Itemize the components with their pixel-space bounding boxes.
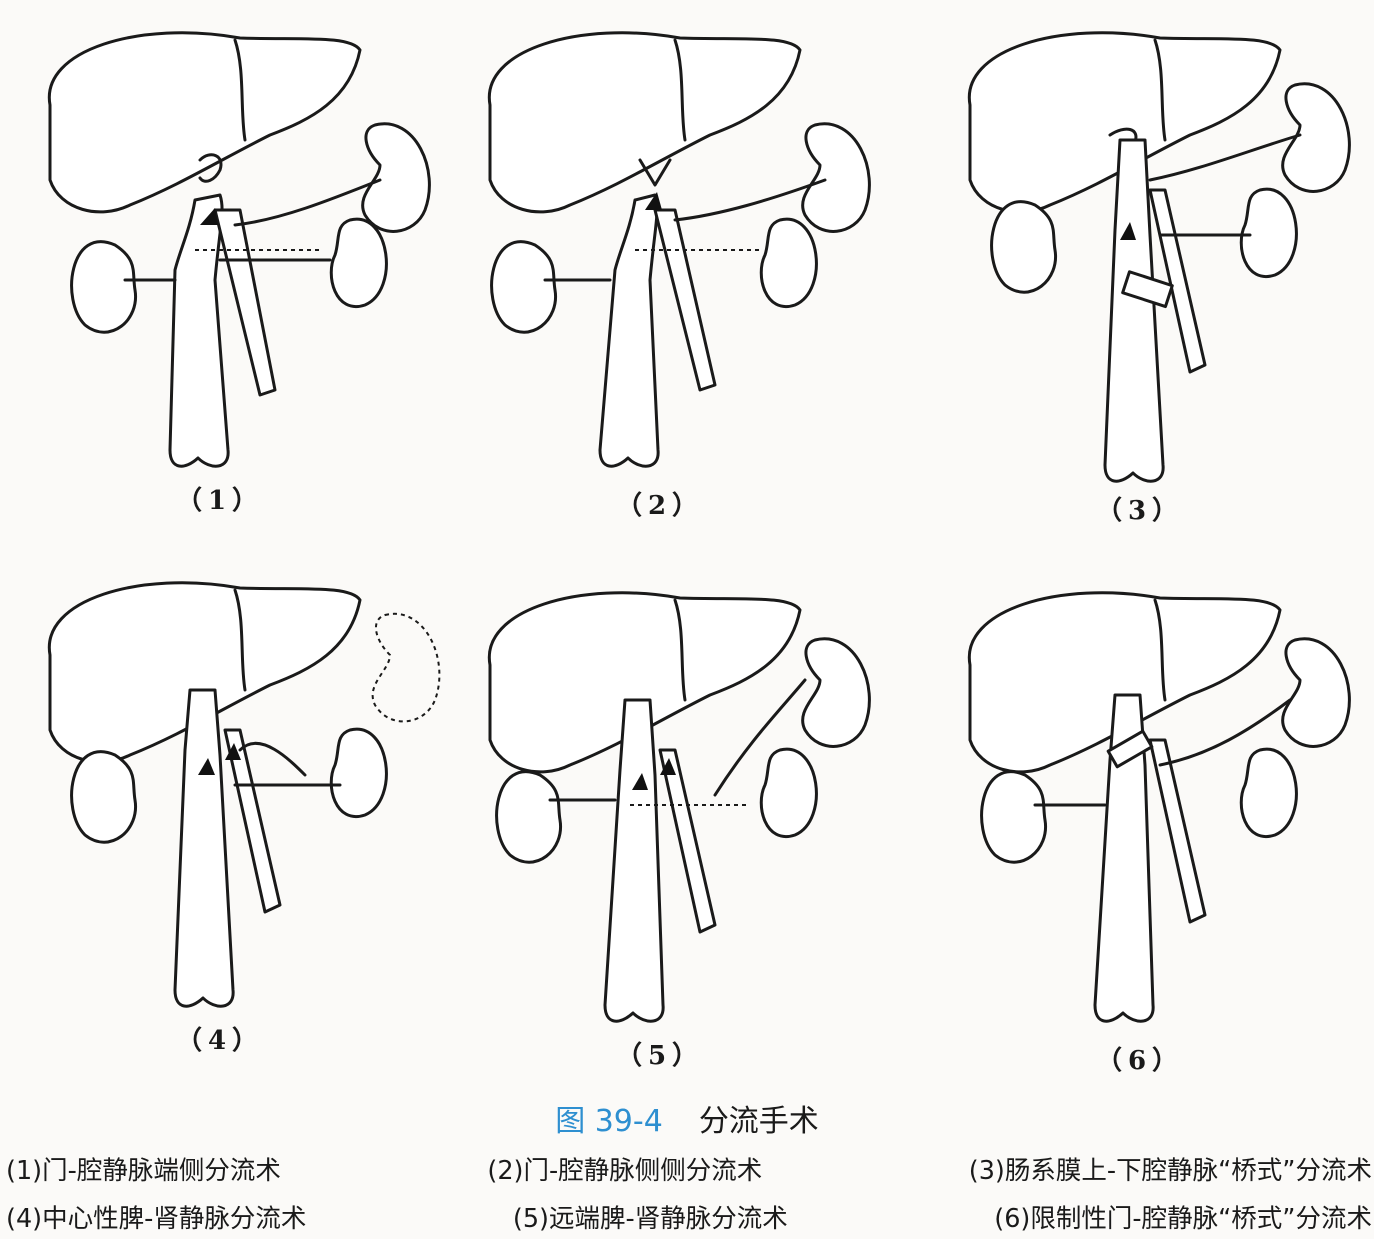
left-kidney [759, 217, 818, 309]
liver-lobe-line [673, 38, 687, 142]
left-kidney [759, 747, 818, 839]
liver [967, 31, 1282, 214]
anatomy-diagram-2 [487, 31, 871, 468]
panel-label: （4） [175, 1026, 265, 1056]
flow-arrow-1 [198, 758, 215, 775]
right-kidney [980, 770, 1048, 864]
liver [967, 591, 1282, 774]
inferior-vena-cava [173, 688, 235, 1008]
liver-lobe-line [673, 598, 687, 702]
right-kidney [495, 770, 563, 864]
caption-6: (6)限制性门-腔静脉“桥式”分流术 [994, 1204, 1372, 1234]
splenic-vein [673, 178, 827, 222]
flow-arrow-2 [660, 758, 676, 775]
anatomy-diagram-5 [487, 591, 871, 1023]
liver-lobe-line [233, 38, 247, 142]
panel-3: （3） [940, 10, 1351, 526]
caption-1: (1)门-腔静脉端侧分流术 [6, 1156, 281, 1186]
panel-label: （1） [175, 486, 265, 516]
panel-4: （4） [20, 560, 441, 1056]
liver [487, 591, 802, 774]
panel-label: （6） [1095, 1046, 1185, 1076]
liver [47, 581, 362, 764]
left-kidney [329, 217, 388, 309]
panel-label: （2） [615, 491, 705, 521]
splenic-vein [1158, 698, 1292, 767]
anatomy-diagram-1 [47, 31, 431, 468]
h-graft [1106, 729, 1154, 769]
right-kidney [70, 750, 138, 844]
caption-row-2: (4)中心性脾-肾静脉分流术 (5)远端脾-肾静脉分流术 (6)限制性门-腔静脉… [6, 1198, 1372, 1235]
portal-vein [653, 208, 717, 392]
panel-6: （6） [940, 570, 1351, 1076]
right-kidney [490, 240, 558, 334]
flow-arrow-2 [225, 743, 241, 760]
portal-vein [213, 208, 277, 397]
portal-vein [223, 728, 282, 914]
liver-lobe-line [233, 588, 247, 692]
caption-3: (3)肠系膜上-下腔静脉“桥式”分流术 [968, 1156, 1372, 1186]
portal-vein [1148, 738, 1207, 924]
caption-2: (2)门-腔静脉侧侧分流术 [487, 1156, 763, 1186]
panel-5: （5） [460, 570, 871, 1071]
removed-spleen-outline [371, 612, 441, 723]
splenic-vein [1148, 133, 1302, 182]
liver-lobe-line [1153, 598, 1167, 702]
right-kidney [70, 240, 138, 334]
flow-arrow-1 [632, 773, 648, 790]
anatomy-diagram-3 [967, 31, 1351, 483]
inferior-vena-cava [168, 193, 230, 468]
liver-lobe-line [1153, 38, 1167, 142]
portal-bifurcation [638, 158, 672, 187]
right-kidney [990, 200, 1058, 294]
panel-2: （2） [460, 10, 871, 521]
interposition-graft [1121, 270, 1174, 309]
inferior-vena-cava [598, 193, 660, 468]
spleen [1281, 637, 1351, 748]
spleen [361, 122, 431, 233]
liver [487, 31, 802, 214]
figure-caption-title: 分流手术 [698, 1104, 819, 1139]
splenic-renal-anastomosis [238, 741, 307, 777]
panel-1: （1） [20, 10, 431, 516]
left-kidney [1239, 747, 1298, 839]
panel-label: （3） [1095, 496, 1185, 526]
anatomy-diagram-6 [967, 591, 1351, 1023]
spleen [801, 122, 871, 233]
panel-label: （5） [615, 1041, 705, 1071]
inferior-vena-cava [1093, 693, 1155, 1023]
spleen [1281, 82, 1351, 193]
anatomy-diagram-4 [47, 581, 441, 1008]
flow-arrow [200, 208, 218, 225]
figure-title: 图 39-4 分流手术 [0, 1096, 1374, 1140]
caption-4: (4)中心性脾-肾静脉分流术 [6, 1204, 307, 1234]
left-kidney [1239, 187, 1298, 279]
inferior-vena-cava [603, 698, 665, 1023]
inferior-vena-cava [1103, 138, 1165, 483]
left-kidney [329, 727, 388, 819]
flow-arrow [1120, 222, 1136, 240]
caption-row-1: (1)门-腔静脉端侧分流术 (2)门-腔静脉侧侧分流术 (3)肠系膜上-下腔静脉… [6, 1150, 1372, 1187]
liver [47, 31, 362, 214]
spleen [801, 637, 871, 748]
splenic-vein [233, 178, 382, 227]
caption-5: (5)远端脾-肾静脉分流术 [512, 1204, 788, 1234]
distal-splenic-vein [713, 678, 807, 797]
figure-number: 图 39-4 [555, 1104, 663, 1139]
portal-vein [658, 748, 717, 934]
portal-bifurcation [198, 153, 223, 183]
flow-arrow [645, 192, 662, 210]
